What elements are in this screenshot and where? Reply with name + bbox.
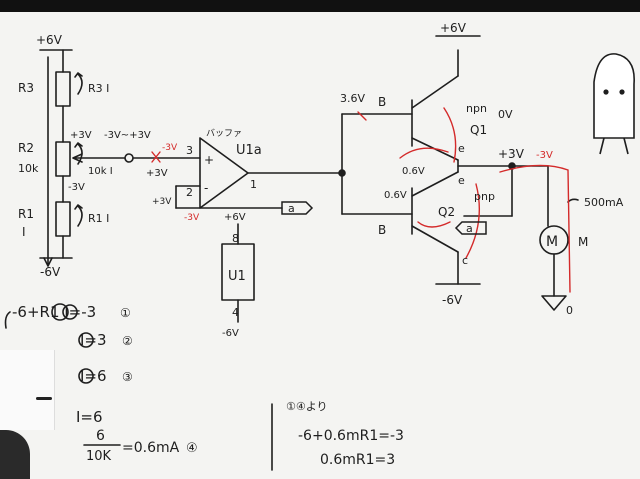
eq1: -6+R1 I=-3 bbox=[12, 303, 96, 321]
window-title-bar bbox=[0, 0, 640, 12]
vbe-top: 0.6V bbox=[402, 166, 425, 177]
r1-current-label: R1 I bbox=[88, 212, 109, 225]
fraction-denominator: 10K bbox=[86, 449, 112, 464]
left-top-supply: +6V bbox=[36, 33, 63, 47]
power-bottom: -6V bbox=[222, 328, 239, 339]
motor-symbol: M bbox=[546, 234, 558, 250]
power-pin-bottom: 4 bbox=[232, 306, 239, 319]
r3-current-label: R3 I bbox=[88, 82, 109, 95]
opamp-pin-plus: 3 bbox=[186, 144, 193, 157]
q1-voltage: 0V bbox=[498, 108, 513, 121]
r1-sub: I bbox=[22, 225, 26, 239]
r2-top-voltage: +3V bbox=[70, 130, 92, 141]
r1-label: R1 bbox=[18, 207, 34, 221]
wiper-range: -3V~+3V bbox=[104, 130, 151, 141]
r2-bottom-voltage: -3V bbox=[68, 182, 85, 193]
motor-current: 500mA bbox=[584, 196, 624, 209]
opamp-feedback-voltage: +3V bbox=[152, 197, 172, 207]
motor-ground: 0 bbox=[566, 304, 573, 317]
opamp-part: バッファ bbox=[206, 128, 242, 139]
r2-value: 10k bbox=[18, 162, 39, 175]
pnp-label: pnp bbox=[474, 190, 495, 203]
power-top: +6V bbox=[224, 212, 246, 223]
power-pin-top: 8 bbox=[232, 232, 239, 245]
wiper-voltage: +3V bbox=[146, 168, 168, 179]
base-label-top: B bbox=[378, 95, 386, 109]
right-eq-line2: 0.6mR1=3 bbox=[320, 452, 395, 468]
eq2: I=3 bbox=[80, 331, 107, 349]
r2-current-label: 10k I bbox=[88, 166, 113, 177]
eq3: I=6 bbox=[80, 367, 107, 385]
opamp-out-tag: a bbox=[288, 202, 295, 215]
q1-label: Q1 bbox=[470, 123, 487, 137]
opamp-minus-red-voltage: -3V bbox=[184, 213, 200, 223]
npn-label: npn bbox=[466, 102, 487, 115]
right-eq-line1: -6+0.6mR1=-3 bbox=[298, 428, 404, 444]
opamp-plus-sign: + bbox=[204, 153, 214, 167]
emitter-bottom: e bbox=[458, 174, 465, 187]
q-top-supply: +6V bbox=[440, 21, 467, 35]
opamp-plus-red-voltage: -3V bbox=[162, 143, 178, 153]
q-bottom-supply: -6V bbox=[442, 293, 463, 307]
eq3-number: ③ bbox=[122, 370, 133, 384]
pen-marker bbox=[36, 397, 52, 400]
fraction-numerator: 6 bbox=[96, 428, 105, 444]
output-red-voltage: -3V bbox=[536, 150, 553, 161]
collector-bottom: c bbox=[462, 254, 468, 267]
base-voltage: 3.6V bbox=[340, 92, 365, 105]
mascot-character bbox=[593, 53, 635, 155]
base-label-bottom: B bbox=[378, 223, 386, 237]
eq1-number: ① bbox=[120, 306, 131, 320]
opamp-pin-out: 1 bbox=[250, 178, 257, 191]
transistor-tag: a bbox=[466, 222, 473, 235]
whiteboard: +6V R3 R3 I R2 10k +3V 10k I -3V R1 I R1… bbox=[0, 12, 640, 479]
output-voltage: +3V bbox=[498, 147, 525, 161]
whiteboard-drawing: +6V R3 R3 I R2 10k +3V 10k I -3V R1 I R1… bbox=[4, 21, 635, 471]
emitter-top: e bbox=[458, 142, 465, 155]
left-bottom-supply: -6V bbox=[40, 265, 61, 279]
fraction-result: =0.6mA bbox=[122, 440, 180, 456]
opamp-minus-sign: - bbox=[204, 181, 208, 195]
r3-label: R3 bbox=[18, 81, 34, 95]
right-eq-header: ①④より bbox=[286, 400, 328, 413]
motor-label: M bbox=[578, 235, 588, 249]
q2-label: Q2 bbox=[438, 205, 455, 219]
opamp-pin-minus: 2 bbox=[186, 186, 193, 199]
opamp-label: U1a bbox=[236, 143, 262, 158]
i-equation: I=6 bbox=[76, 408, 103, 426]
pen-cursor-panel bbox=[0, 350, 55, 430]
power-label: U1 bbox=[228, 269, 246, 284]
r2-label: R2 bbox=[18, 141, 34, 155]
eq2-number: ② bbox=[122, 334, 133, 348]
fraction-number: ④ bbox=[186, 441, 198, 456]
vbe-bottom: 0.6V bbox=[384, 190, 407, 201]
